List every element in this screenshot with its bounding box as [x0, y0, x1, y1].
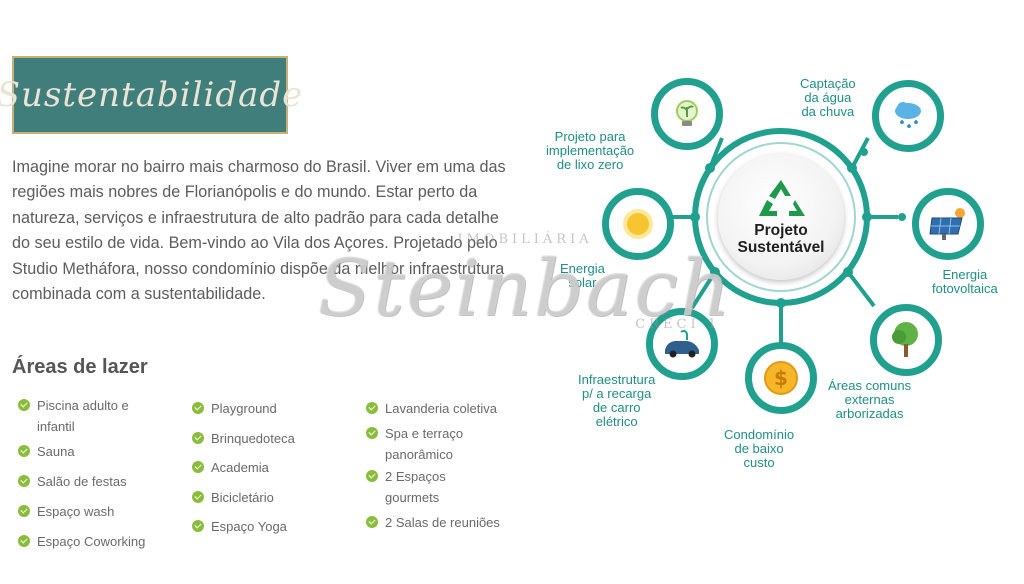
list-item: 2 Espaços gourmets	[366, 466, 536, 512]
label-areas-arborizadas: Áreas comuns externas arborizadas	[828, 378, 912, 421]
list-item: Salão de festas	[18, 471, 188, 501]
lightbulb-plant-icon	[676, 100, 698, 126]
node-areas-arborizadas	[870, 304, 942, 376]
electric-car-icon	[665, 329, 699, 358]
check-icon	[192, 432, 204, 444]
amenities-column-3: Lavanderia coletiva Spa e terraço panorâ…	[366, 398, 536, 537]
leisure-heading: Áreas de lazer	[12, 356, 148, 378]
center-disc: Projeto Sustentável	[718, 154, 844, 280]
list-item: Bicicletário	[192, 487, 362, 516]
sun-icon	[623, 209, 653, 239]
solar-panel-icon	[929, 208, 965, 240]
list-item: Academia	[192, 457, 362, 487]
check-icon	[366, 427, 378, 439]
node-baixo-custo: $	[745, 342, 817, 414]
intro-paragraph: Imagine morar no bairro mais charmoso do…	[12, 158, 506, 304]
check-icon	[192, 402, 204, 414]
list-item: Espaço Yoga	[192, 516, 362, 546]
svg-text:$: $	[774, 366, 788, 390]
list-item: Sauna	[18, 441, 188, 471]
check-icon	[18, 505, 30, 517]
rain-cloud-icon	[895, 102, 921, 128]
coin-dollar-icon: $	[764, 361, 798, 395]
check-icon	[366, 470, 378, 482]
label-agua-chuva: Captação da água da chuva	[800, 76, 856, 119]
check-icon	[192, 491, 204, 503]
list-item: Spa e terraço panorâmico	[366, 423, 536, 466]
list-item: Brinquedoteca	[192, 428, 362, 457]
diagram-links	[658, 128, 906, 346]
list-item: Espaço Coworking	[18, 531, 188, 561]
check-icon	[366, 516, 378, 528]
sustainability-diagram: $ Projeto Sustentável Projeto para imple…	[540, 60, 1024, 480]
center-title: Projeto Sustentável	[737, 222, 825, 256]
amenities-column-2: Playground Brinquedoteca Academia Bicicl…	[192, 398, 362, 546]
node-energia-solar	[602, 188, 674, 260]
section-title: Sustentabilidade	[0, 75, 304, 115]
node-carro-eletrico	[646, 308, 718, 380]
check-icon	[18, 475, 30, 487]
label-fotovoltaica: Energia fotovoltaica	[932, 267, 998, 296]
check-icon	[192, 520, 204, 532]
list-item: Espaço wash	[18, 501, 188, 531]
check-icon	[18, 445, 30, 457]
check-icon	[192, 461, 204, 473]
label-lixo-zero: Projeto para implementação de lixo zero	[546, 129, 635, 172]
amenities-column-1: Piscina adulto e infantil Sauna Salão de…	[18, 395, 188, 561]
node-lixo-zero	[651, 78, 723, 150]
list-item: Lavanderia coletiva	[366, 398, 536, 423]
label-energia-solar: Energia solar	[560, 261, 605, 290]
check-icon	[18, 535, 30, 547]
tree-icon	[892, 322, 918, 357]
check-icon	[366, 402, 378, 414]
list-item: 2 Salas de reuniões	[366, 512, 536, 537]
section-title-banner: Sustentabilidade	[0, 56, 302, 134]
node-fotovoltaica	[912, 188, 984, 260]
label-baixo-custo: Condomínio de baixo custo	[724, 427, 795, 470]
list-item: Playground	[192, 398, 362, 428]
label-carro-eletrico: Infraestrutura p/ a recarga de carro elé…	[578, 372, 656, 429]
list-item: Piscina adulto e infantil	[18, 395, 188, 441]
recycle-icon	[759, 180, 805, 216]
node-agua-chuva	[872, 80, 944, 152]
check-icon	[18, 399, 30, 411]
